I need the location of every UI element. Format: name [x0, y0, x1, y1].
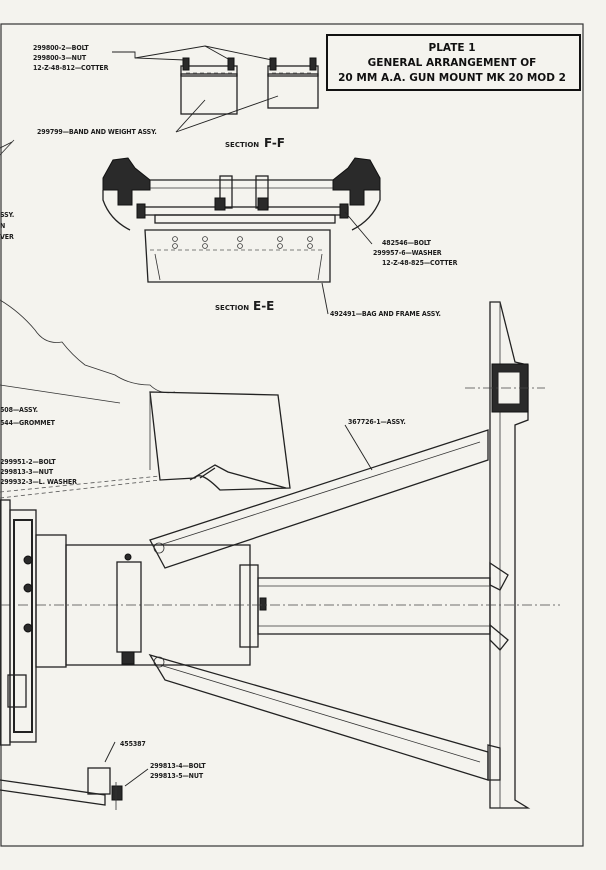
callout-bag-frame: 492491—BAG AND FRAME ASSY.: [330, 310, 441, 318]
break-line: [0, 299, 176, 394]
callout-bottom-bolt: 299813-4—BOLT: [150, 762, 206, 770]
callout-bottom-nut: 299813-5—NUT: [150, 772, 204, 780]
section-ee-letter: E-E: [253, 299, 274, 313]
callout-ee-washer: 299957-6—WASHER: [373, 249, 442, 257]
section-ee-drawing: [102, 157, 381, 283]
callout-367726: 367726-1—ASSY.: [348, 418, 406, 426]
title-block: PLATE 1 GENERAL ARRANGEMENT OF 20 MM A.A…: [326, 34, 581, 91]
bottom-bracket: [0, 767, 123, 810]
hanging-bag: [0, 391, 291, 499]
title-line-3: 20 MM A.A. GUN MOUNT MK 20 MOD 2: [338, 72, 566, 84]
callout-455387: 455387: [120, 740, 146, 748]
callout-ff-nut: 299800-3—NUT: [33, 54, 87, 62]
section-ff-letter: F-F: [264, 136, 285, 150]
section-ff-drawing: [180, 57, 319, 115]
mount-cradle: [0, 301, 560, 809]
callout-ee-bolt: 482546—BOLT: [382, 239, 432, 247]
title-line-1: PLATE 1: [429, 42, 476, 54]
section-ff-prefix: SECTION: [225, 141, 259, 149]
callout-left-544: 544—GROMMET: [0, 419, 56, 427]
callout-ff-cotter: 12-Z-48-812—COTTER: [33, 64, 109, 72]
callout-left-ver: VER: [0, 233, 14, 241]
callout-left-bolt: 299951-2—BOLT: [0, 458, 56, 466]
callout-left-n: N: [0, 222, 5, 230]
callout-left-508: 508—ASSY.: [0, 406, 38, 414]
callout-ff-bolt: 299800-2—BOLT: [33, 44, 89, 52]
title-line-2: GENERAL ARRANGEMENT OF: [368, 57, 537, 69]
plate-border: [0, 23, 584, 847]
callout-left-washer: 299932-3—L. WASHER: [0, 478, 77, 486]
callout-ee-cotter: 12-Z-48-825—COTTER: [382, 259, 458, 267]
callout-band-weight: 299799—BAND AND WEIGHT ASSY.: [37, 128, 157, 136]
callout-left-nut: 299813-3—NUT: [0, 468, 54, 476]
callout-left-assy: SSY.: [0, 211, 14, 219]
section-ee-prefix: SECTION: [215, 304, 249, 312]
